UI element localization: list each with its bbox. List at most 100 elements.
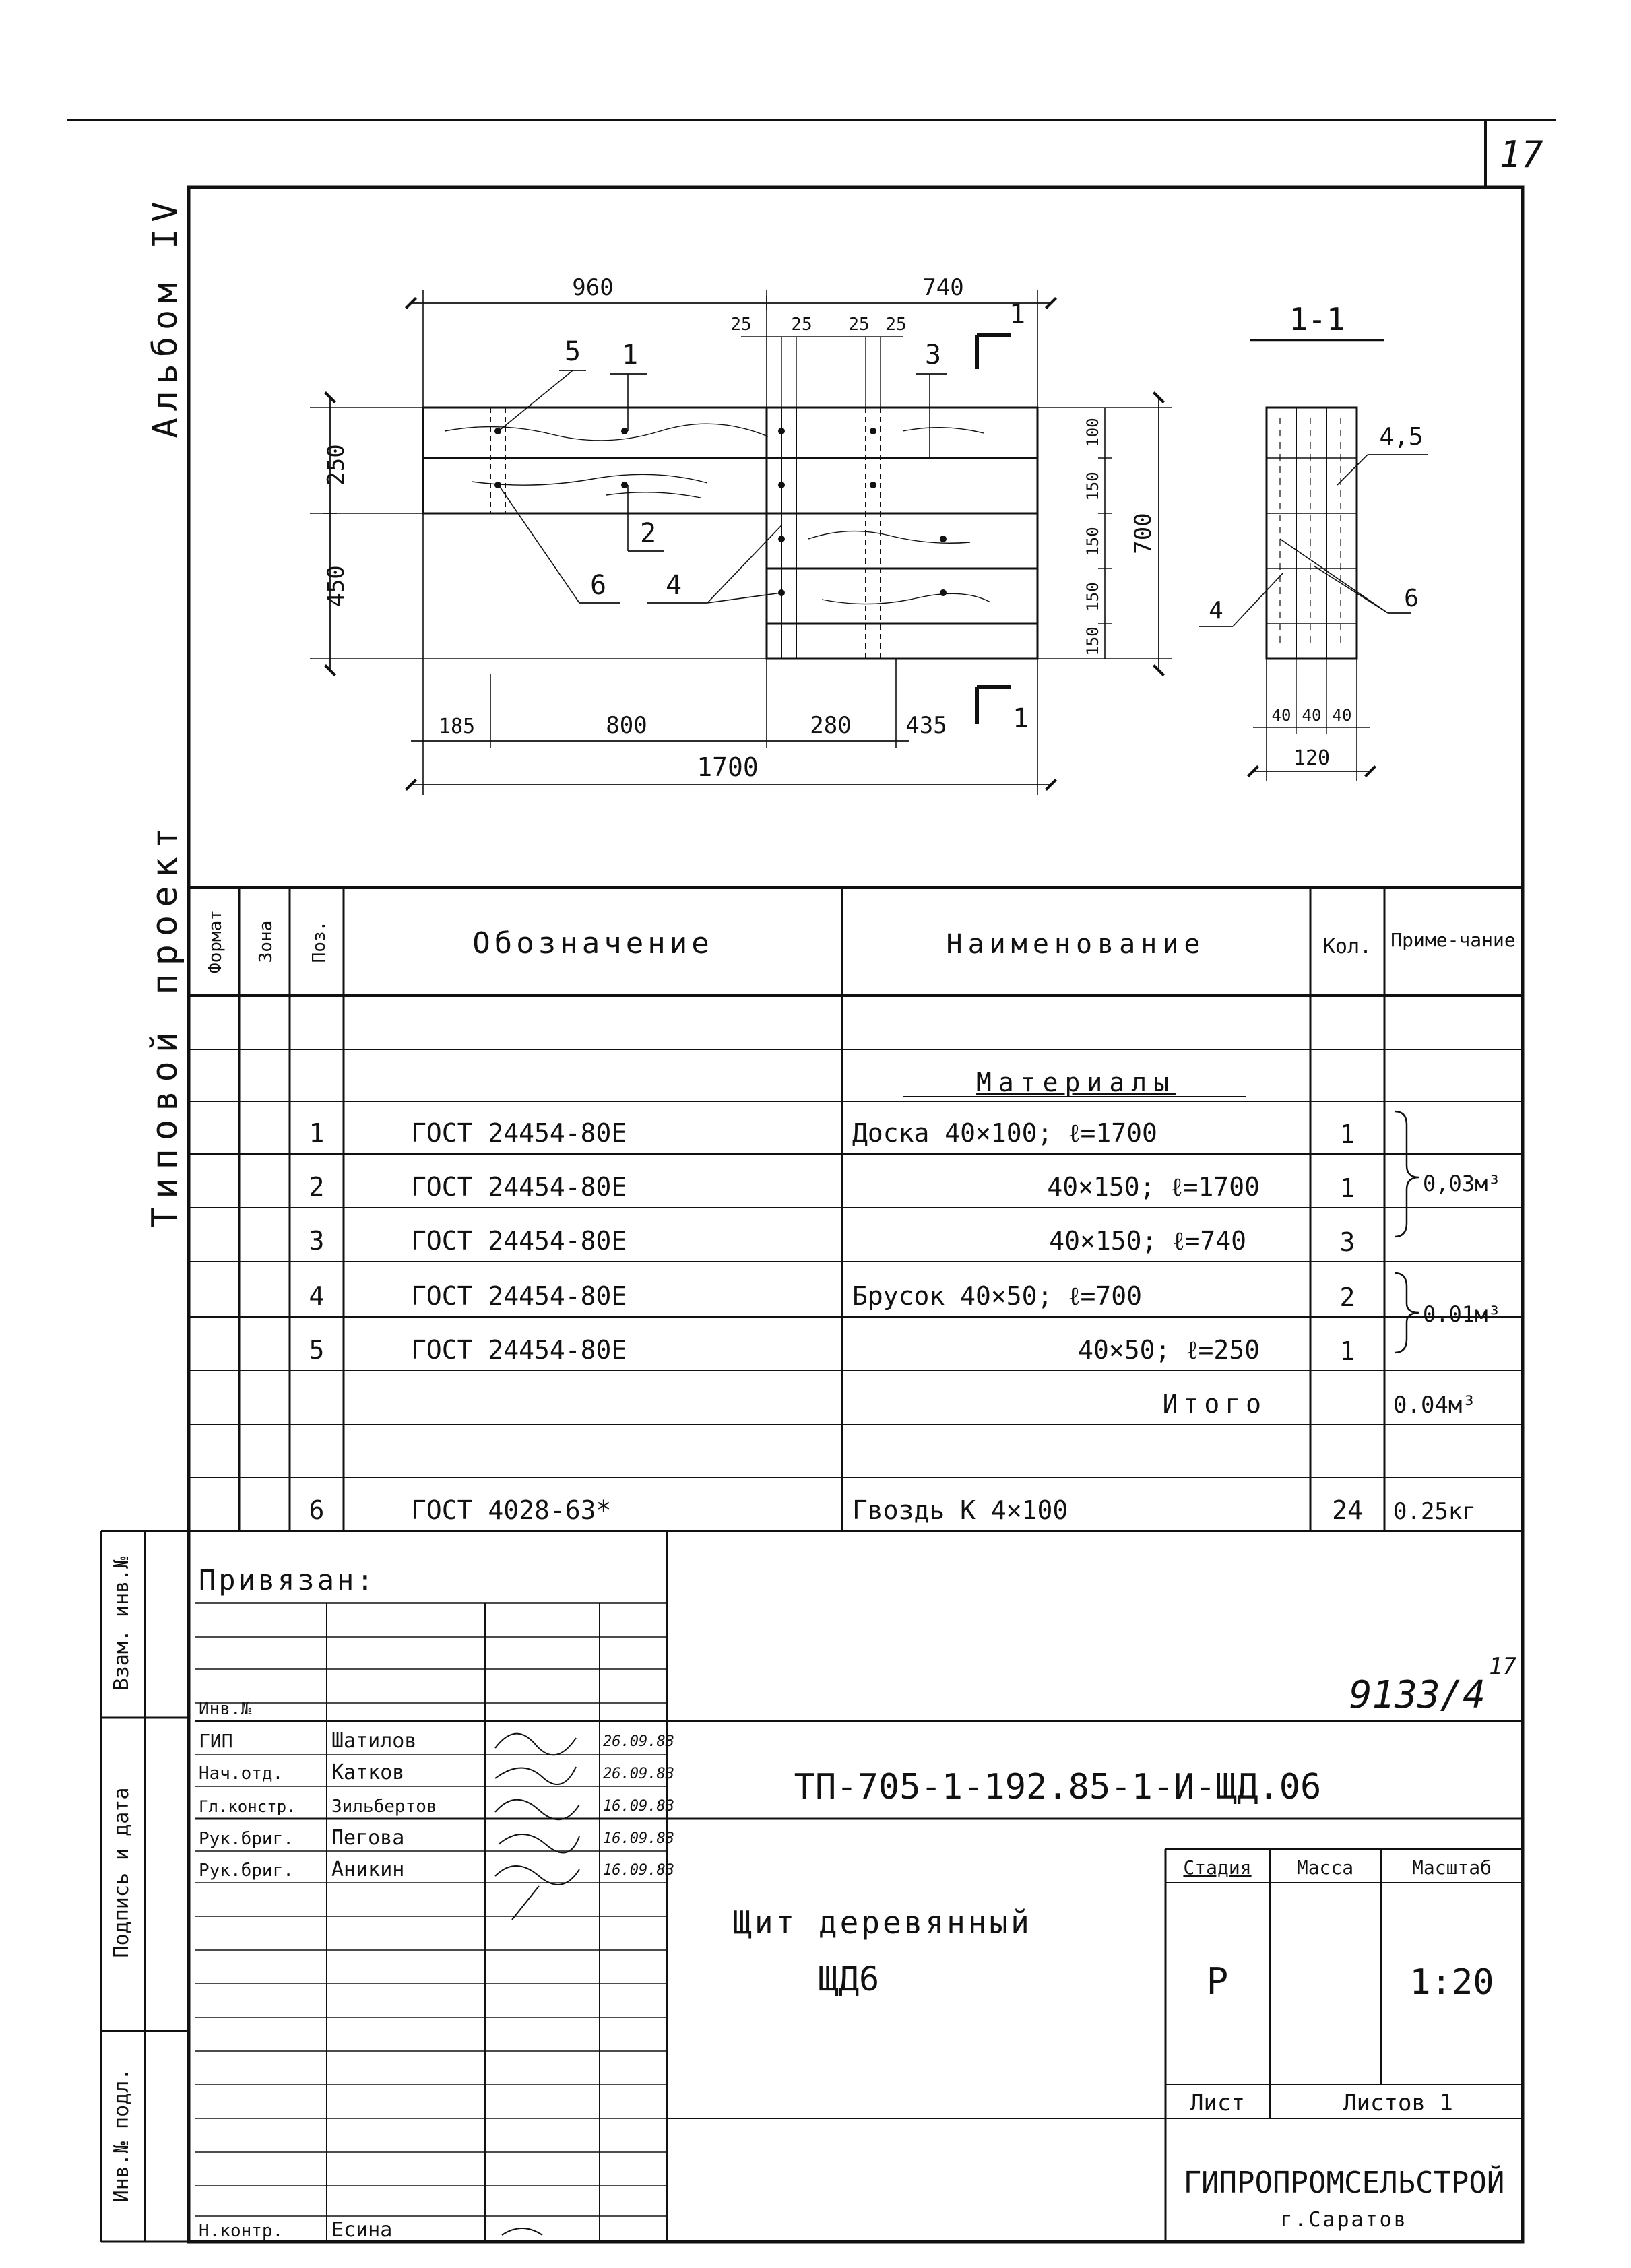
section-callout-6: 6 (1404, 585, 1419, 612)
mass-label: Масса (1297, 1856, 1353, 1879)
callout-5: 5 (565, 336, 581, 367)
callout-4: 4 (666, 570, 682, 601)
header-note: Приме-чание (1390, 929, 1515, 951)
stage-label: Стадия (1183, 1856, 1251, 1879)
board-2 (422, 457, 1039, 515)
row-1-pos: 1 (309, 1118, 325, 1148)
album-label: Альбом IV (146, 195, 185, 439)
section-callout-4-5: 4,5 (1379, 423, 1423, 451)
inv-original-label: Инв.№ подл. (110, 2069, 133, 2203)
dim-150-a: 150 (1083, 472, 1102, 500)
dim-700: 700 (1130, 513, 1157, 554)
name-2: Катков (331, 1761, 404, 1784)
row-3-pos: 3 (309, 1226, 325, 1256)
row-4-designation: ГОСТ 24454-80Е (411, 1281, 627, 1311)
row-1-qty: 1 (1340, 1120, 1355, 1149)
note-group-2: 0.01м³ (1423, 1301, 1501, 1327)
inv-label: Инв.№ (199, 1699, 252, 1719)
swap-inv-label: Взам. инв.№ (110, 1557, 133, 1691)
row-3-designation: ГОСТ 24454-80Е (411, 1226, 627, 1256)
section-labels: 1-1 4,5 4 6 40 40 40 120 (1209, 301, 1423, 770)
row-4-name: Брусок 40×50; ℓ=700 (852, 1281, 1142, 1311)
row-6-qty: 24 (1332, 1495, 1363, 1525)
title-block-grid (195, 1531, 1523, 2242)
header-zone: Зона (256, 921, 276, 963)
left-stamp-strip (100, 1530, 189, 2243)
doc-number-sup: 17 (1489, 1653, 1516, 1680)
row-6-name: Гвоздь К 4×100 (852, 1495, 1068, 1525)
date-3: 16.09.83 (603, 1798, 674, 1815)
total-label: Итого (1163, 1389, 1267, 1419)
organization: ГИПРОПРОМСЕЛЬСТРОЙ (1184, 2164, 1505, 2200)
row-3-name: 40×150; ℓ=740 (1049, 1226, 1246, 1256)
doc-number: 9133/4 (1349, 1673, 1485, 1717)
attached-label: Привязан: (199, 1563, 377, 1596)
dim-25-d: 25 (885, 315, 906, 335)
dim-100: 100 (1083, 418, 1102, 447)
role-3: Гл.констр. (199, 1797, 296, 1816)
dim-280: 280 (810, 712, 851, 739)
dim-740: 740 (922, 274, 963, 301)
dim-25-a: 25 (730, 315, 751, 335)
panel-plan-drawing (310, 290, 1172, 795)
header-pos: Поз. (309, 921, 329, 963)
callout-3: 3 (925, 339, 941, 370)
date-4: 16.09.83 (603, 1830, 674, 1847)
header-designation: Обозначение (472, 926, 713, 961)
scale-value: 1:20 (1409, 1962, 1494, 2003)
section-callout-4: 4 (1209, 597, 1223, 624)
section-mark-top: 1 (1009, 299, 1025, 330)
row-5-name: 40×50; ℓ=250 (1078, 1335, 1260, 1365)
board-3b (765, 567, 1039, 625)
row-5-pos: 5 (309, 1335, 325, 1365)
stage-value: Р (1207, 1960, 1229, 2003)
row-3-qty: 3 (1340, 1227, 1355, 1257)
header-qty: Кол. (1323, 935, 1372, 959)
control-name: Есина (331, 2218, 392, 2242)
dim-150-c: 150 (1083, 582, 1102, 611)
row-6-designation: ГОСТ 4028-63* (411, 1495, 611, 1525)
sheet-number: 17 (1499, 133, 1543, 176)
row-5-designation: ГОСТ 24454-80Е (411, 1335, 627, 1365)
row-4-qty: 2 (1340, 1283, 1355, 1312)
header-name: Наименование (947, 929, 1206, 960)
board-1 (422, 406, 1039, 459)
plan-dimension-labels: 960 740 25 25 25 25 1 1 250 450 100 150 … (323, 274, 1157, 782)
row-1-name: Доска 40×100; ℓ=1700 (852, 1118, 1157, 1148)
title-block-text: Привязан: Инв.№ 9133/4 17 ТП-705-1-192.8… (199, 1563, 1516, 2242)
board-3c (765, 622, 1039, 660)
board-3a (765, 512, 1039, 570)
role-5: Рук.бриг. (199, 1860, 294, 1881)
spec-table-grid (189, 888, 1523, 1532)
spec-table-headers: Формат Зона Поз. Обозначение Наименовани… (205, 910, 1516, 973)
row-4-pos: 4 (309, 1281, 325, 1311)
drawing-title-line2: ЩД6 (819, 1959, 879, 1999)
dim-185: 185 (439, 715, 475, 738)
group-title: Материалы (976, 1068, 1176, 1097)
row-6-note: 0.25кг (1393, 1498, 1476, 1525)
section-mark-bottom: 1 (1013, 703, 1029, 734)
callout-6: 6 (590, 570, 606, 601)
spec-table-body: Материалы 1 ГОСТ 24454-80Е Доска 40×100;… (309, 1068, 1501, 1525)
row-2-pos: 2 (309, 1172, 325, 1202)
dim-960: 960 (572, 274, 613, 301)
scale-label: Масштаб (1412, 1856, 1492, 1879)
row-6-pos: 6 (309, 1495, 325, 1525)
callout-1: 1 (622, 339, 638, 370)
name-1: Шатилов (331, 1729, 416, 1753)
drawing-frame (187, 185, 1525, 2244)
dim-450: 450 (323, 565, 350, 606)
drawing-title-line1: Щит деревянный (733, 1904, 1032, 1941)
control-role: Н.контр. (199, 2221, 283, 2241)
section-title: 1-1 (1289, 301, 1345, 337)
section-dim-40-b: 40 (1302, 706, 1322, 725)
sheet-label: Лист (1190, 2089, 1245, 2116)
project-type-label: Типовой проект (145, 820, 185, 1228)
name-3: Зильбертов (331, 1796, 437, 1817)
date-5: 16.09.83 (603, 1862, 674, 1879)
total-value: 0.04м³ (1393, 1392, 1476, 1419)
dim-150-b: 150 (1083, 527, 1102, 556)
row-2-designation: ГОСТ 24454-80Е (411, 1172, 627, 1202)
signature-date-label: Подпись и дата (110, 1788, 133, 1958)
header-format: Формат (205, 910, 226, 973)
